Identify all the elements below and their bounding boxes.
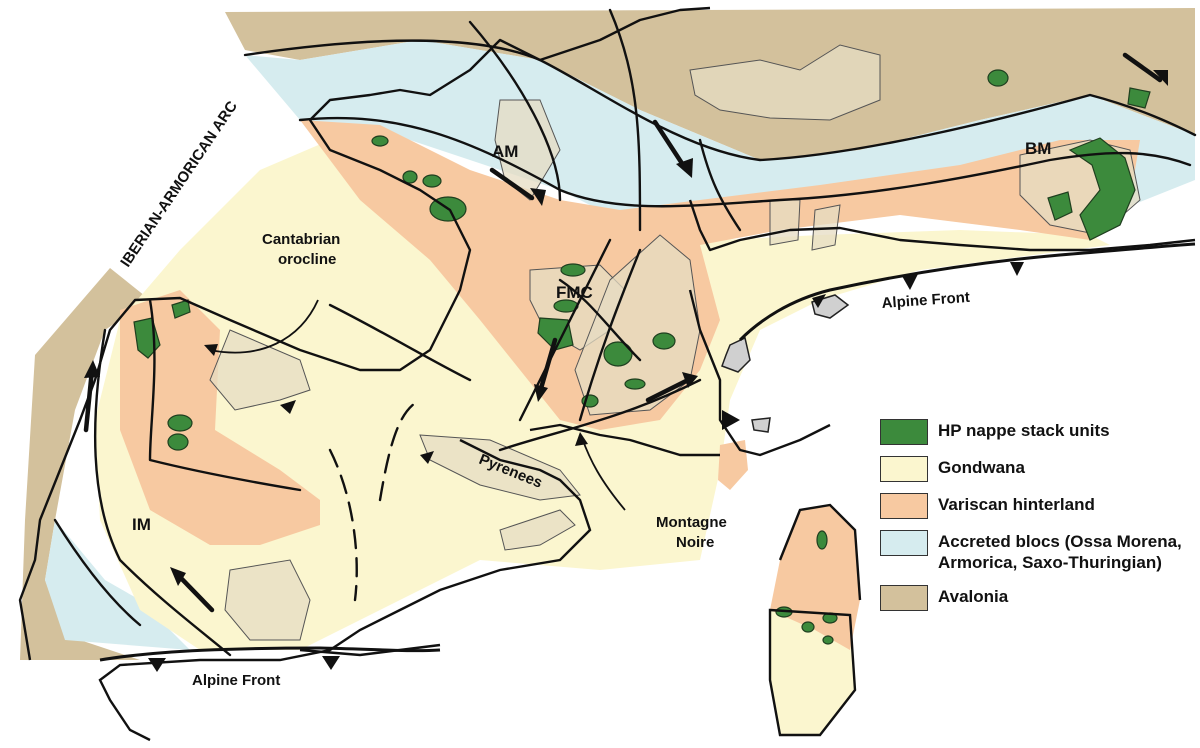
coastline-southeast-iberia xyxy=(98,438,592,742)
cantabrian-label-1: Cantabrian xyxy=(262,231,340,248)
legend: HP nappe stack units Gondwana Variscan h… xyxy=(880,418,1196,621)
sardinia-outline xyxy=(768,503,862,737)
legend-item-gondwana: Gondwana xyxy=(880,455,1196,482)
legend-label-avalonia: Avalonia xyxy=(938,587,1009,606)
legend-item-avalonia: Avalonia xyxy=(880,584,1196,611)
pointer-arrow-heads xyxy=(204,344,588,446)
alpine-front-north-line xyxy=(738,242,1196,342)
pointer-arrows xyxy=(209,299,626,511)
hinterland-iberia-zone xyxy=(120,290,320,545)
legend-item-hp: HP nappe stack units xyxy=(880,418,1196,445)
arrow-heads xyxy=(84,70,1168,586)
alpine-front-teeth xyxy=(148,262,1024,672)
legend-swatch-gondwana xyxy=(880,456,928,482)
bm-label: BM xyxy=(1025,139,1051,158)
shear-arrows xyxy=(83,52,1163,613)
fault-lines xyxy=(53,8,1197,657)
legend-swatch-hinterland xyxy=(880,493,928,519)
hp-nappe-units xyxy=(133,69,1151,645)
legend-label-accreted-line1: Accreted blocs (Ossa Morena, xyxy=(938,532,1182,551)
legend-label-accreted: Accreted blocs (Ossa Morena, Armorica, S… xyxy=(938,531,1182,573)
basement-inliers xyxy=(209,44,1141,641)
legend-item-hinterland: Variscan hinterland xyxy=(880,492,1196,519)
am-label: AM xyxy=(492,142,518,161)
cantabrian-label-2: orocline xyxy=(278,251,336,268)
legend-swatch-hp xyxy=(880,419,928,445)
hinterland-esterel-zone xyxy=(718,440,748,490)
legend-swatch-accreted xyxy=(880,530,928,556)
montagne-label-1: Montagne xyxy=(656,514,727,531)
legend-label-hinterland: Variscan hinterland xyxy=(938,495,1095,514)
legend-label-gondwana: Gondwana xyxy=(938,458,1025,477)
legend-item-accreted: Accreted blocs (Ossa Morena, Armorica, S… xyxy=(880,529,1196,573)
hinterland-main-zone xyxy=(300,120,1140,430)
alpine-front-south-label: Alpine Front xyxy=(192,672,280,689)
fmc-label: FMC xyxy=(556,283,593,302)
alpine-front-south-line xyxy=(99,646,441,662)
gondwana-sardinia-zone xyxy=(770,610,855,735)
legend-label-accreted-line2: Armorica, Saxo-Thuringian) xyxy=(938,553,1162,572)
alpine-front-north-label: Alpine Front xyxy=(881,289,970,312)
avalonia-west-zone xyxy=(20,268,150,660)
legend-swatch-avalonia xyxy=(880,585,928,611)
montagne-label-2: Noire xyxy=(676,534,714,551)
im-label: IM xyxy=(132,515,151,534)
legend-label-hp: HP nappe stack units xyxy=(938,421,1110,440)
coastline xyxy=(18,6,1196,661)
accreted-north-zone xyxy=(245,40,1195,230)
